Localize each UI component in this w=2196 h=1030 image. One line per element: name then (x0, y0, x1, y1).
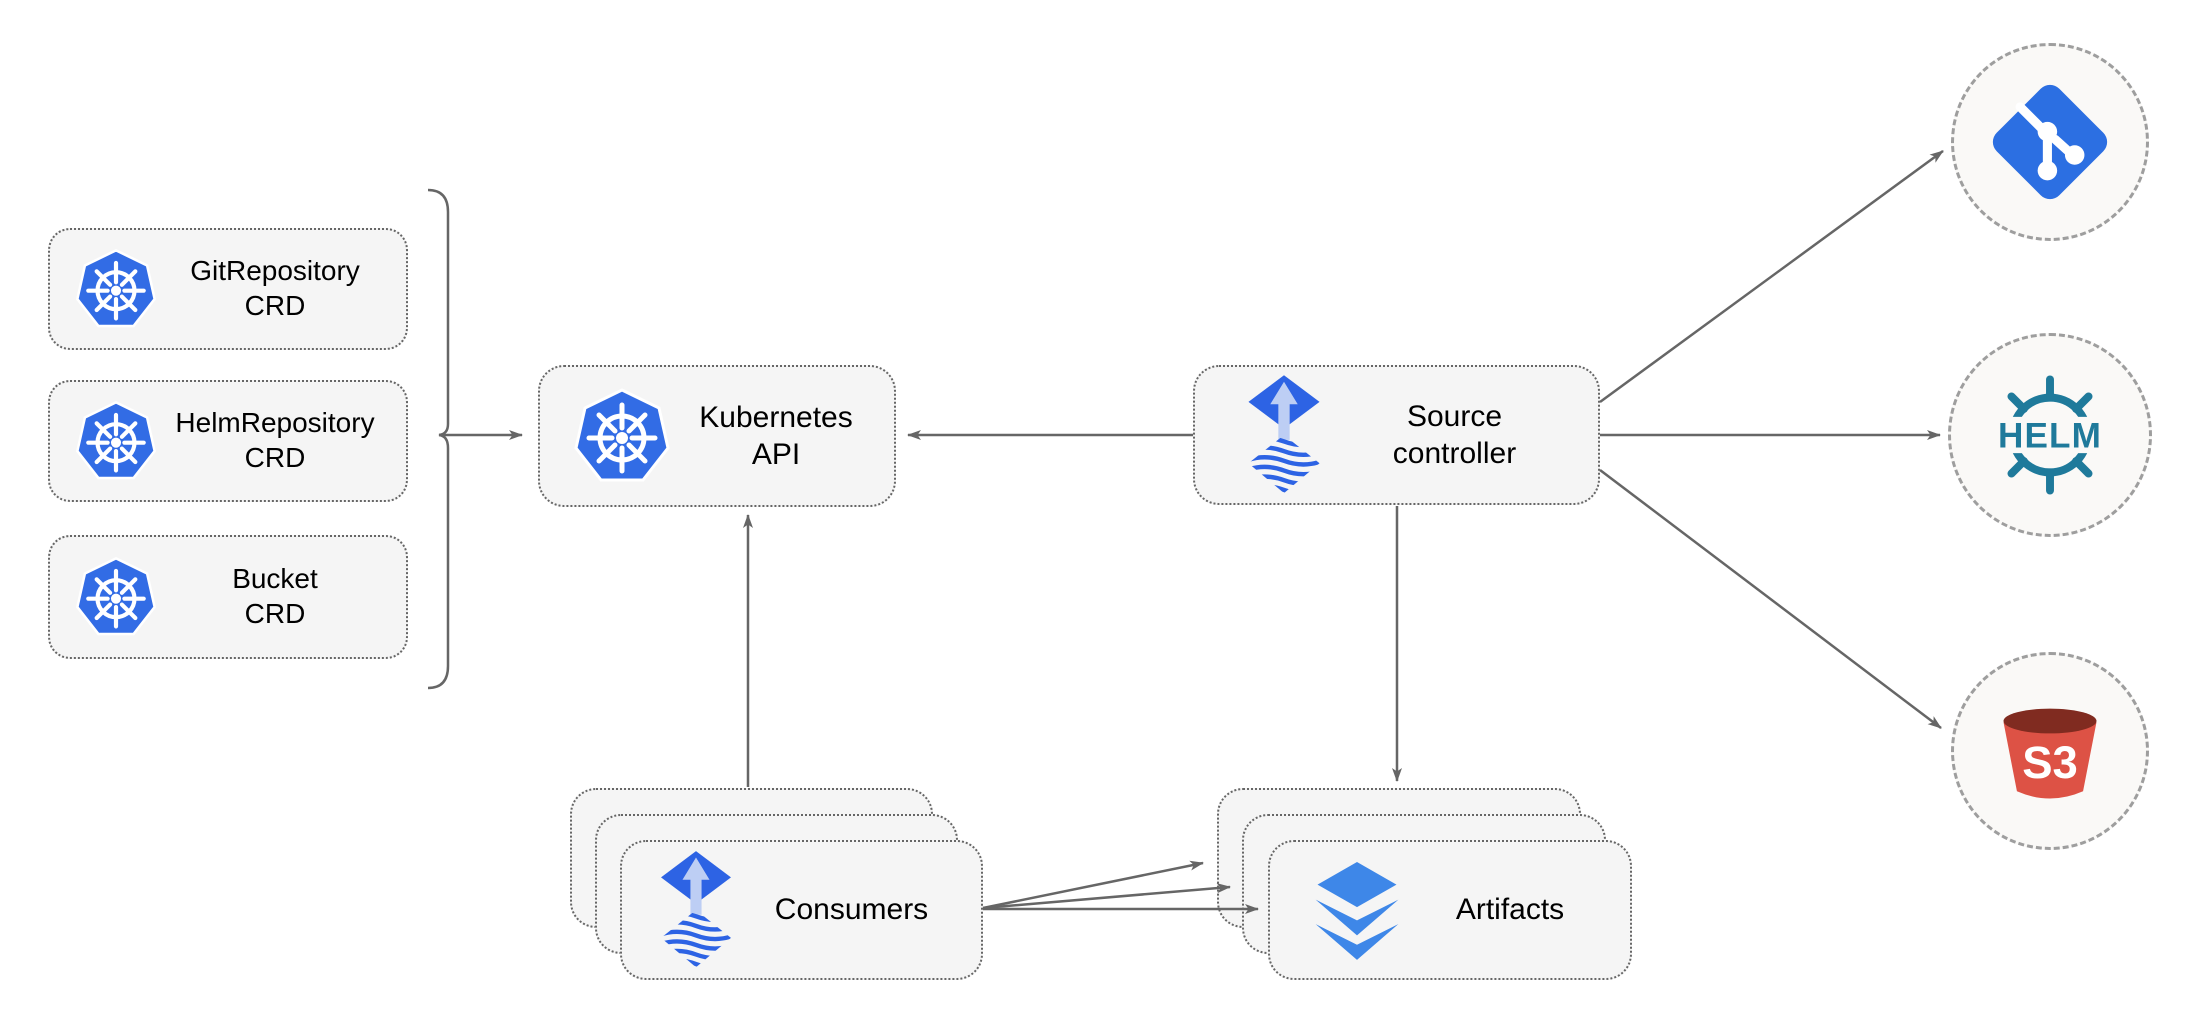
git-icon (1992, 84, 2108, 200)
node-bucket-crd: Bucket CRD (48, 535, 408, 659)
flux-icon (661, 851, 731, 968)
endpoint-helm-repository: HELM (1948, 333, 2152, 537)
edge-consumers-to-artifacts-2 (982, 883, 1231, 910)
endpoint-s3-bucket: S3 (1951, 652, 2149, 850)
node-label: Kubernetes API (699, 400, 853, 471)
endpoint-git-repository (1951, 43, 2149, 241)
node-consumers: Consumers (620, 840, 983, 980)
edge-consumers-to-artifacts-1 (982, 860, 1204, 910)
node-label: Source controller (1392, 399, 1517, 470)
helm-icon: HELM (1986, 375, 2114, 495)
edge-source-controller-to-git (1599, 149, 1944, 404)
s3-label: S3 (2022, 737, 2078, 788)
node-label: GitRepository CRD (190, 255, 360, 321)
node-source-controller: Source controller (1193, 365, 1600, 505)
s3-icon: S3 (2003, 708, 2097, 799)
node-gitrepository-crd: GitRepository CRD (48, 228, 408, 350)
node-helmrepository-crd: HelmRepository CRD (48, 380, 408, 502)
kubernetes-icon (75, 400, 157, 480)
node-kubernetes-api: Kubernetes API (538, 365, 896, 507)
edge-source-controller-to-s3 (1599, 469, 1942, 729)
layers-icon (1315, 862, 1399, 960)
node-artifacts: Artifacts (1268, 840, 1632, 980)
flux-icon (1248, 375, 1320, 494)
node-label: Bucket CRD (232, 563, 318, 629)
node-label: Artifacts (1455, 893, 1565, 927)
kubernetes-icon (75, 248, 157, 328)
helm-label: HELM (1998, 416, 2102, 455)
crd-group-bracket (427, 188, 450, 690)
node-label: HelmRepository CRD (175, 407, 375, 473)
node-label: Consumers (774, 893, 929, 927)
kubernetes-icon (75, 556, 157, 636)
kubernetes-icon (574, 388, 670, 482)
